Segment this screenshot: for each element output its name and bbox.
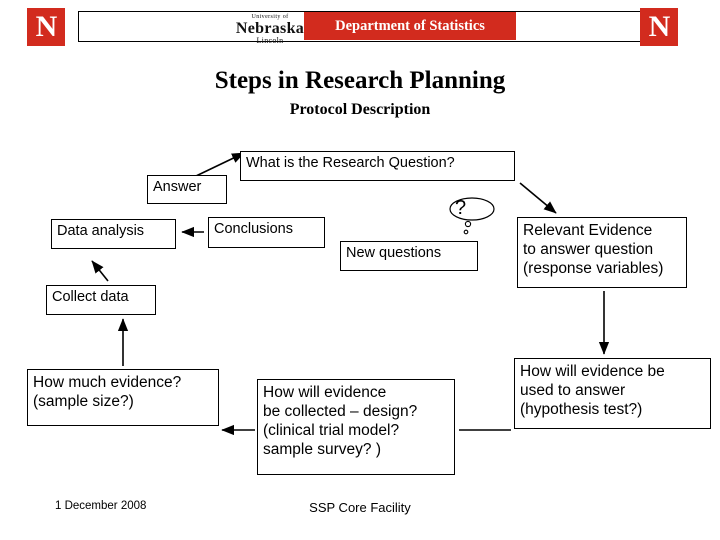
box-answer[interactable]: Answer <box>147 175 227 204</box>
footer-center-text: SSP Core Facility <box>309 500 411 515</box>
nebraska-logo-left-icon: N <box>27 8 65 46</box>
box-new-questions[interactable]: New questions <box>340 241 478 271</box>
department-banner: Department of Statistics <box>304 12 516 40</box>
wordmark-main-text: Nebraska <box>235 20 305 37</box>
page-title: Steps in Research Planning <box>214 67 506 94</box>
box-how-evidence-used[interactable]: How will evidence be used to answer (hyp… <box>514 358 711 429</box>
box-research-question[interactable]: What is the Research Question? <box>240 151 515 181</box>
relevant-evidence-line-3: (response variables) <box>523 260 664 277</box>
box-how-much-evidence[interactable]: How much evidence? (sample size?) <box>27 369 219 426</box>
box-collect-data[interactable]: Collect data <box>46 285 156 315</box>
how-used-line-3: (hypothesis test?) <box>520 401 643 418</box>
page-subtitle: Protocol Description <box>289 101 431 118</box>
box-conclusions[interactable]: Conclusions <box>208 217 325 248</box>
how-much-line-1: How much evidence? <box>33 374 182 391</box>
box-relevant-evidence[interactable]: Relevant Evidence to answer question (re… <box>517 217 687 288</box>
wordmark-top-text: University of <box>251 14 289 20</box>
how-used-line-2: used to answer <box>520 382 626 399</box>
how-much-line-2: (sample size?) <box>33 393 134 410</box>
box-how-evidence-collected[interactable]: How will evidence be collected – design?… <box>257 379 455 475</box>
footer-date: 1 December 2008 <box>55 500 147 512</box>
nebraska-logo-right-icon: N <box>640 8 678 46</box>
box-data-analysis[interactable]: Data analysis <box>51 219 176 249</box>
relevant-evidence-line-1: Relevant Evidence <box>523 222 653 239</box>
how-collected-line-2: be collected – design? <box>263 403 418 420</box>
question-mark-icon: ? <box>455 197 467 219</box>
how-collected-line-3: (clinical trial model? <box>263 422 400 439</box>
relevant-evidence-line-2: to answer question <box>523 241 654 258</box>
how-used-line-1: How will evidence be <box>520 363 665 380</box>
how-collected-line-4: sample survey? ) <box>263 441 382 458</box>
how-collected-line-1: How will evidence <box>263 384 387 401</box>
nebraska-wordmark: University of Nebraska Lincoln <box>224 13 316 45</box>
wordmark-bottom-text: Lincoln <box>256 36 284 45</box>
